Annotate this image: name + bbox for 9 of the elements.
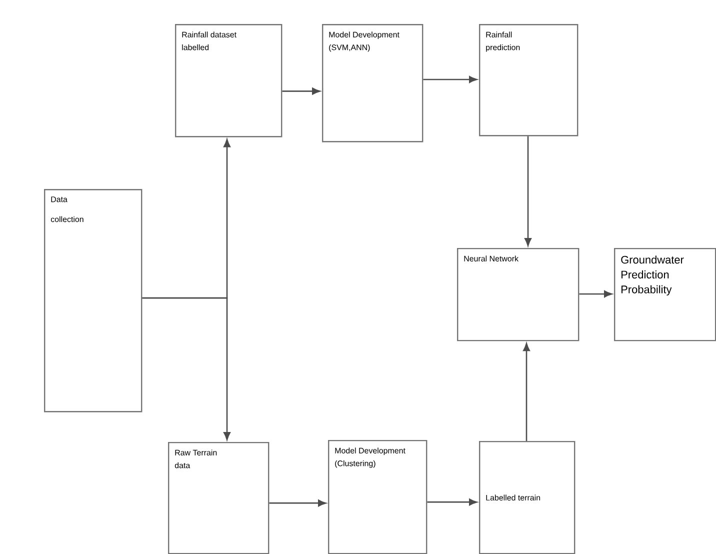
- arrow: [282, 88, 320, 95]
- arrow: [423, 76, 478, 83]
- arrow: [142, 297, 230, 440]
- arrow: [523, 343, 530, 441]
- arrow: [524, 136, 532, 246]
- process-box: Groundwater Prediction Probability: [614, 248, 716, 342]
- arrow: [579, 290, 612, 298]
- arrow: [269, 500, 326, 507]
- arrow: [427, 498, 478, 506]
